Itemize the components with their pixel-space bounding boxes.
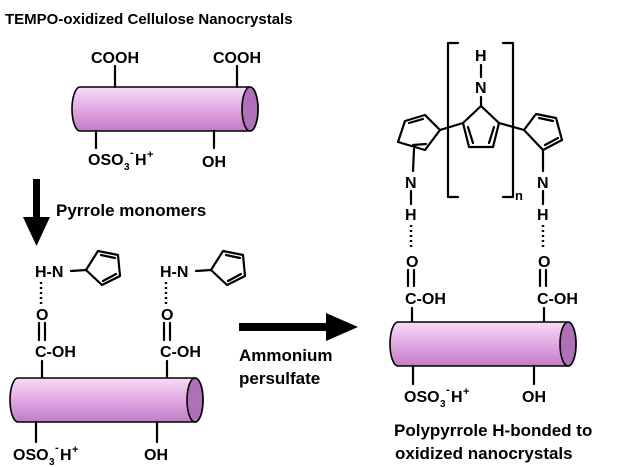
cylinder-bottom-left	[9, 377, 204, 423]
svg-text:3: 3	[49, 457, 55, 467]
pyrrole-ring-middle	[461, 104, 501, 149]
oso3h-label-top: OSO 3 - H +	[88, 147, 153, 173]
oh-label-r: OH	[522, 389, 546, 406]
c-oh-label-right-2: C-OH	[537, 291, 578, 308]
cooh-label-2: COOH	[213, 50, 261, 67]
n-label-right: N	[537, 175, 549, 192]
n-label-left: N	[405, 175, 417, 192]
oso3h-label-bl: OSO 3 - H +	[13, 442, 78, 467]
repeat-index-n: n	[515, 188, 523, 203]
bond-n-ring-2	[194, 268, 213, 273]
repeat-bracket-right	[501, 41, 515, 199]
h-text: H	[135, 152, 147, 169]
pyrrole-ring-left	[396, 113, 442, 152]
svg-text:+: +	[72, 444, 78, 456]
product-caption-line2: oxidized nanocrystals	[395, 444, 573, 463]
svg-text:-: -	[55, 442, 59, 454]
svg-text:H: H	[60, 447, 72, 464]
step1-reagent-label: Pyrrole monomers	[56, 201, 206, 220]
svg-text:H: H	[451, 389, 463, 406]
oso3h-label-r: OSO 3 - H +	[404, 384, 469, 410]
diagram-title: TEMPO-oxidized Cellulose Nanocrystals	[5, 11, 293, 28]
svg-text:-: -	[446, 384, 450, 396]
repeat-bracket-left	[446, 41, 460, 199]
hn-label-1: H-N	[35, 264, 63, 281]
cylinder-top	[71, 86, 259, 132]
hn-label-2: H-N	[160, 264, 188, 281]
h-label-right: H	[537, 207, 549, 224]
step2-reagent-line1: Ammonium	[239, 346, 333, 365]
oso-text: OSO	[88, 152, 124, 169]
cooh-label-1: COOH	[91, 50, 139, 67]
step2-reagent-line2: persulfate	[239, 369, 320, 388]
c-oh-label-2: C-OH	[160, 344, 201, 361]
pyrrole-ring-1	[84, 249, 122, 287]
oh-label-top: OH	[202, 154, 226, 171]
svg-text:OSO: OSO	[404, 389, 440, 406]
h-label-top: H	[475, 48, 487, 65]
o-label-2: O	[161, 307, 173, 324]
o-label-right-2: O	[538, 254, 550, 271]
cylinder-right	[389, 321, 577, 367]
pyrrole-complex-left: H-N O C-OH H-N O C-OH	[9, 249, 247, 467]
polypyrrole-product: N H O C-OH n H N N H	[389, 41, 578, 410]
sup-minus: -	[130, 147, 134, 159]
cellulose-nanocrystal-top: COOH COOH OSO 3 - H + OH	[71, 50, 261, 173]
o-label-1: O	[36, 307, 48, 324]
bond-n-ring-1	[69, 268, 88, 273]
bond-ring-middle-right	[497, 121, 526, 132]
svg-text:+: +	[463, 386, 469, 398]
oh-label-bl: OH	[144, 447, 168, 464]
pyrrole-ring-2	[209, 249, 247, 287]
sup-plus: +	[147, 149, 153, 161]
c-oh-label-1: C-OH	[35, 344, 76, 361]
product-caption-line1: Polypyrrole H-bonded to	[394, 421, 592, 440]
svg-text:3: 3	[440, 399, 446, 410]
bond-ring-n-left	[411, 147, 416, 173]
sub-3: 3	[124, 162, 130, 173]
svg-text:OSO: OSO	[13, 447, 49, 464]
o-label-right-1: O	[406, 254, 418, 271]
h-label-left: H	[405, 207, 417, 224]
arrow-step-1	[23, 179, 50, 246]
pyrrole-ring-right	[522, 112, 564, 152]
bond-ring-left-middle	[438, 121, 465, 132]
arrow-step-2	[239, 313, 358, 341]
c-oh-label-right-1: C-OH	[405, 291, 446, 308]
n-label-top: N	[475, 80, 487, 97]
